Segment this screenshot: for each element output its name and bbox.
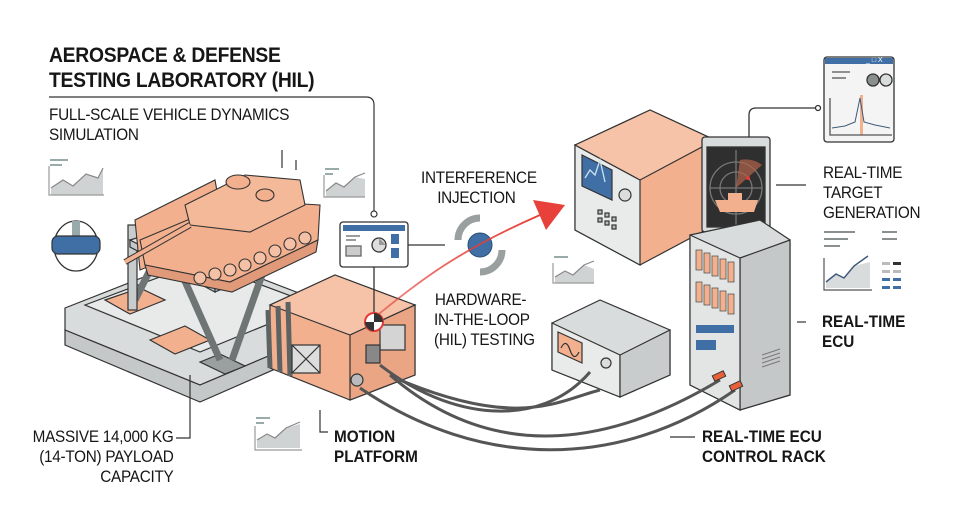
signal-cables <box>359 363 736 452</box>
cable-connectors <box>711 370 744 392</box>
label-line: (14-TON) PAYLOAD <box>38 447 174 466</box>
info-lines-icon <box>824 231 897 247</box>
bar-legend-icon <box>882 262 901 289</box>
title-line-1: AEROSPACE & DEFENSE <box>49 44 281 67</box>
label-hil-testing: HARDWARE- IN-THE-LOOP (HIL) TESTING <box>434 290 535 350</box>
label-line: HARDWARE- <box>434 290 527 309</box>
motion-controller-box <box>265 274 417 401</box>
trend-chart-icon <box>823 255 872 291</box>
signal-analysis-window <box>748 56 895 186</box>
label-line: MOTION <box>334 427 396 446</box>
label-interference-injection: INTERFERENCE INJECTION <box>421 168 537 208</box>
title-connector-line <box>49 96 378 218</box>
label-line: PLATFORM <box>334 447 418 466</box>
label-leaders <box>176 375 695 439</box>
label-line: INTERFERENCE <box>421 168 537 187</box>
label-line: REAL-TIME ECU <box>702 427 822 446</box>
label-line: FULL-SCALE VEHICLE DYNAMICS <box>49 105 290 124</box>
page-title: AEROSPACE & DEFENSE TESTING LABORATORY (… <box>49 43 315 93</box>
window-controls-icon: _ □ X <box>866 57 883 64</box>
label-vehicle-dynamics: FULL-SCALE VEHICLE DYNAMICS SIMULATION <box>49 105 289 145</box>
label-real-time-ecu: REAL-TIME ECU <box>822 312 905 352</box>
label-line: REAL-TIME <box>823 163 903 182</box>
hil-dashboard-window <box>339 221 445 318</box>
mini-chart-icon <box>48 159 104 196</box>
interference-node-icon <box>454 214 506 276</box>
label-payload-capacity: MASSIVE 14,000 KG (14-TON) PAYLOAD CAPAC… <box>32 427 173 487</box>
label-line: CONTROL RACK <box>702 447 826 466</box>
label-line: TARGET <box>823 183 883 202</box>
label-line: CAPACITY <box>99 467 173 486</box>
label-line: (HIL) TESTING <box>434 330 535 349</box>
label-line: GENERATION <box>823 203 921 222</box>
tank-model <box>123 150 321 293</box>
label-line: IN-THE-LOOP <box>434 310 530 329</box>
title-line-2: TESTING LABORATORY (HIL) <box>49 69 315 92</box>
label-line: ECU <box>822 332 855 351</box>
vr-headset-icon <box>51 220 101 272</box>
label-line: MASSIVE 14,000 KG <box>32 427 173 446</box>
label-control-rack: REAL-TIME ECU CONTROL RACK <box>702 427 826 467</box>
label-motion-platform: MOTION PLATFORM <box>334 427 418 467</box>
label-target-generation: REAL-TIME TARGET GENERATION <box>823 163 921 223</box>
label-line: SIMULATION <box>49 125 139 144</box>
mini-chart-icon <box>323 168 366 198</box>
mini-chart-icon <box>552 256 595 284</box>
function-generator <box>551 299 671 398</box>
radar-display-window <box>701 136 771 233</box>
label-line: REAL-TIME <box>822 312 906 331</box>
mini-chart-icon <box>254 417 302 451</box>
spectrum-analyzer <box>573 109 717 267</box>
injection-arrow <box>364 200 565 332</box>
ecu-control-rack <box>689 219 806 411</box>
label-line: INJECTION <box>437 188 516 207</box>
